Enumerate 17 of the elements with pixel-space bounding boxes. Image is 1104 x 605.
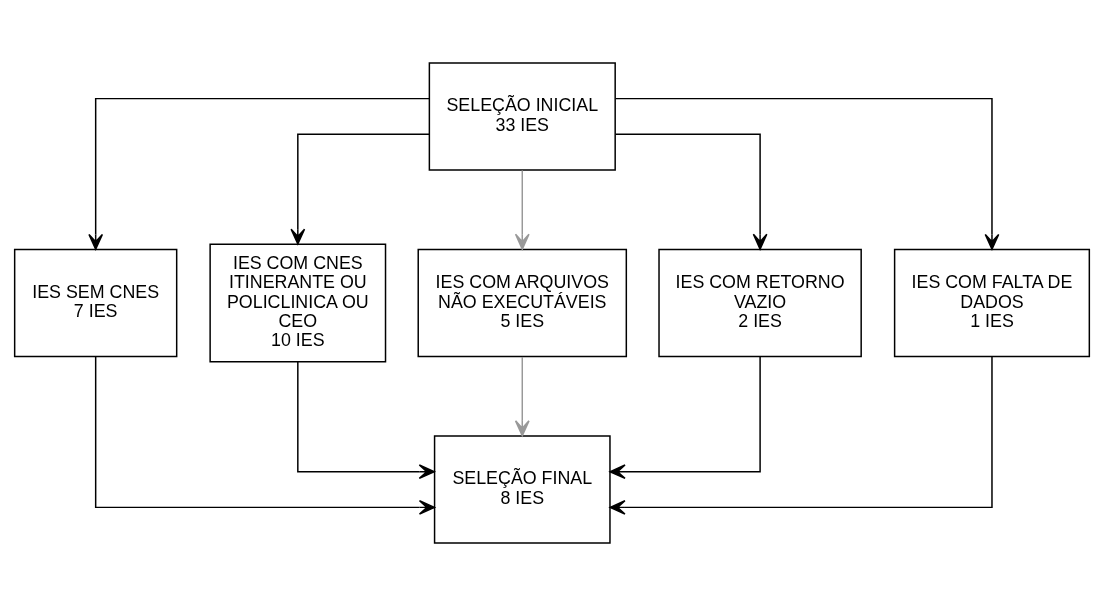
arrow bbox=[609, 355, 993, 515]
node-box: SELEÇÃO INICIAL 33 IES bbox=[428, 61, 616, 171]
arrow bbox=[614, 97, 1000, 250]
arrow bbox=[297, 360, 435, 479]
node-box: IES COM ARQUIVOS NÃO EXECUTÁVEIS 5 IES bbox=[417, 248, 628, 357]
node-box: SELEÇÃO FINAL 8 IES bbox=[433, 434, 611, 544]
arrow bbox=[514, 355, 530, 436]
arrow bbox=[614, 133, 768, 250]
node-box: IES COM FALTA DE DADOS 1 IES bbox=[893, 248, 1091, 357]
arrow bbox=[290, 133, 430, 245]
node-box: IES COM RETORNO VAZIO 2 IES bbox=[658, 248, 862, 357]
node-box: IES COM CNES ITINERANTE OU POLICLINICA OU CEO 10 IES bbox=[209, 243, 387, 362]
arrow bbox=[94, 355, 436, 515]
arrow bbox=[514, 169, 530, 250]
node-box: IES SEM CNES 7 IES bbox=[13, 248, 178, 357]
arrow bbox=[609, 355, 761, 479]
arrow bbox=[88, 97, 430, 250]
